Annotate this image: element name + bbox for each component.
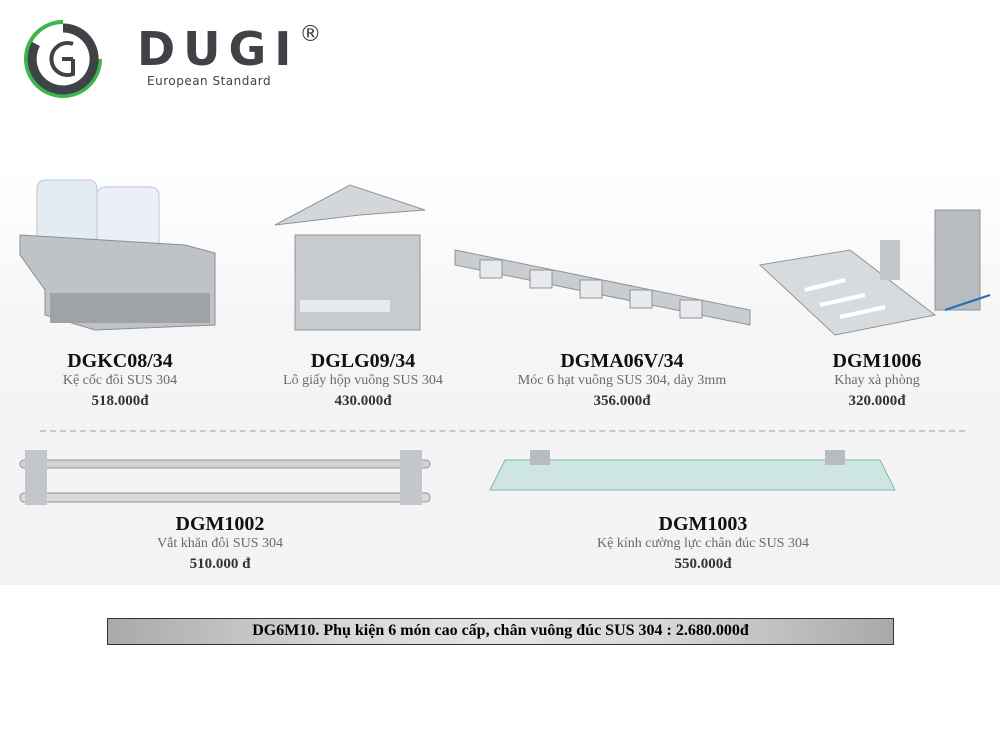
soap-dish-image xyxy=(758,209,991,336)
product-price: 518.000đ xyxy=(91,393,149,409)
product-price: 550.000đ xyxy=(674,556,732,572)
glass-shelf-image xyxy=(489,450,896,491)
product-price: 510.000 đ xyxy=(189,556,251,572)
product-card: DGM1002 Vắt khăn đôi SUS 304 510.000 đ xyxy=(100,513,340,575)
product-code: DGM1003 xyxy=(658,513,748,535)
product-code: DGM1006 xyxy=(832,350,922,372)
dugi-logo-icon xyxy=(24,20,102,98)
product-desc: Vắt khăn đôi SUS 304 xyxy=(157,536,283,551)
product-code: DGMA06V/34 xyxy=(560,350,684,372)
product-card: DGMA06V/34 Móc 6 hạt vuông SUS 304, dày … xyxy=(487,350,757,412)
product-desc: Kệ cốc đôi SUS 304 xyxy=(62,373,178,388)
product-card: DGM1006 Khay xà phòng 320.000đ xyxy=(757,350,997,412)
product-desc: Móc 6 hạt vuông SUS 304, dày 3mm xyxy=(517,373,727,388)
product-code: DGLG09/34 xyxy=(310,350,416,372)
product-panel xyxy=(0,165,1000,585)
divider xyxy=(40,430,965,432)
product-desc: Lô giấy hộp vuông SUS 304 xyxy=(283,373,443,388)
toilet-paper-holder-image xyxy=(274,184,426,331)
product-card: DGLG09/34 Lô giấy hộp vuông SUS 304 430.… xyxy=(243,350,483,412)
product-desc: Khay xà phòng xyxy=(834,373,920,388)
product-code: DGKC08/34 xyxy=(67,350,173,372)
brand-tagline: European Standard xyxy=(147,74,272,88)
product-price: 356.000đ xyxy=(593,393,651,409)
product-price: 320.000đ xyxy=(848,393,906,409)
product-code: DGM1002 xyxy=(175,513,265,535)
product-price: 430.000đ xyxy=(334,393,392,409)
double-towel-bar-image xyxy=(19,450,431,505)
product-card: DGM1003 Kệ kính cường lực chân đúc SUS 3… xyxy=(553,513,853,575)
robe-hook-rail-image xyxy=(454,249,751,326)
product-card: DGKC08/34 Kệ cốc đôi SUS 304 518.000đ xyxy=(0,350,240,412)
product-desc: Kệ kính cường lực chân đúc SUS 304 xyxy=(597,536,809,551)
brand-name: DUGI® xyxy=(137,22,322,76)
cup-holder-image xyxy=(19,179,216,331)
set-price-banner: DG6M10. Phụ kiện 6 món cao cấp, chân vuô… xyxy=(107,618,894,645)
